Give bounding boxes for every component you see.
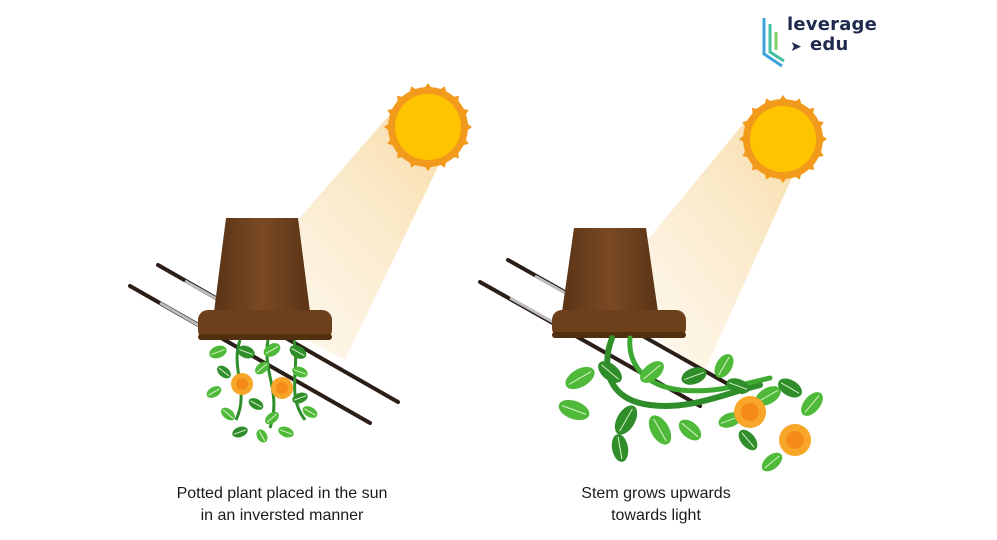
sun-ray [742,146,753,159]
sun-ray [776,95,790,104]
leaf-vein [741,432,755,448]
leaf-vein [233,429,247,435]
inverted-pot [552,228,686,338]
sun-icon [384,83,472,171]
leaf-vein [728,382,748,390]
sun-ray [790,169,803,180]
sun-ray [813,146,824,159]
leaf-vein [684,371,704,381]
sun-ray [458,107,469,120]
leaf-vein [758,389,778,403]
leaf-vein [266,413,278,423]
sun-ray [408,86,421,97]
flower-icon [271,377,293,399]
leaf-vein [208,388,220,396]
leaf-vein [619,408,633,432]
leaf-vein [279,429,293,435]
sun-ray [763,98,776,109]
panel-inverted-plant [128,83,472,443]
caption-right-line2: towards light [611,507,701,524]
sun-ray [751,107,763,119]
flower-icon [734,396,766,428]
leaf-vein [804,395,820,413]
sun-ray [448,95,460,107]
leaf-vein [568,371,592,385]
sun-ray [396,147,408,159]
leaf-vein [258,430,266,442]
rocket-icon: ➤ [790,38,802,54]
upward-growing-plant [558,335,823,472]
sun-ray [387,107,398,120]
sun-ray [763,169,776,180]
leaf-vein [239,349,253,355]
leaf-vein [293,395,307,401]
inverted-pot [198,218,332,340]
caption-left: Potted plant placed in the sun in an inv… [122,483,442,527]
sun-ray [458,134,469,147]
logo-text-line1: leverage [787,14,878,35]
leaf-vein [256,363,268,373]
flower-icon [231,373,253,395]
leaf-vein [561,405,587,415]
sun-ray [396,95,408,107]
caption-left-line2: in an inversted manner [200,507,364,524]
hanging-plant [206,339,318,443]
sun-ray [803,159,815,171]
leaf-vein [222,409,234,419]
sun-ray [421,83,435,92]
leaf-vein [293,369,307,375]
sun-ray [463,120,472,134]
leaf-vein [764,455,780,469]
sun-ray [742,119,753,132]
panel-stem-grows-up [478,95,827,472]
sun-ray [739,132,748,146]
leaf-vein [643,364,661,380]
leaf-vein [780,382,800,394]
logo-mark-icon [762,18,785,68]
leaf-vein [617,436,623,460]
sun-ray [384,120,393,134]
leaf-vein [265,345,279,355]
sun-ray [435,157,448,168]
sun-ray [408,157,421,168]
flower-icon [779,424,811,456]
leaf-vein [601,364,619,380]
leverage-edu-logo: leverage ➤ edu [760,12,890,72]
sun-ray [813,119,824,132]
caption-right: Stem grows upwards towards light [496,483,816,527]
sun-ray [818,132,827,146]
sun-ray [421,162,435,171]
sun-ray [790,98,803,109]
leaf-vein [218,367,230,377]
sun-ray [776,174,790,183]
sun-icon [739,95,827,183]
sun-ray [435,86,448,97]
logo-text-line2: edu [810,34,849,55]
leaf-vein [718,356,730,376]
leaf-vein [250,400,262,408]
sun-ray [387,134,398,147]
leaf-vein [291,347,305,357]
caption-left-line1: Potted plant placed in the sun [176,485,388,502]
sun-ray [803,107,815,119]
leaf-vein [304,408,316,416]
leaf-vein [653,418,667,442]
leaf-vein [681,422,699,438]
caption-right-line1: Stem grows upwards [581,485,731,502]
sun-ray [751,159,763,171]
sun-ray [448,147,460,159]
leaf-vein [211,349,225,355]
